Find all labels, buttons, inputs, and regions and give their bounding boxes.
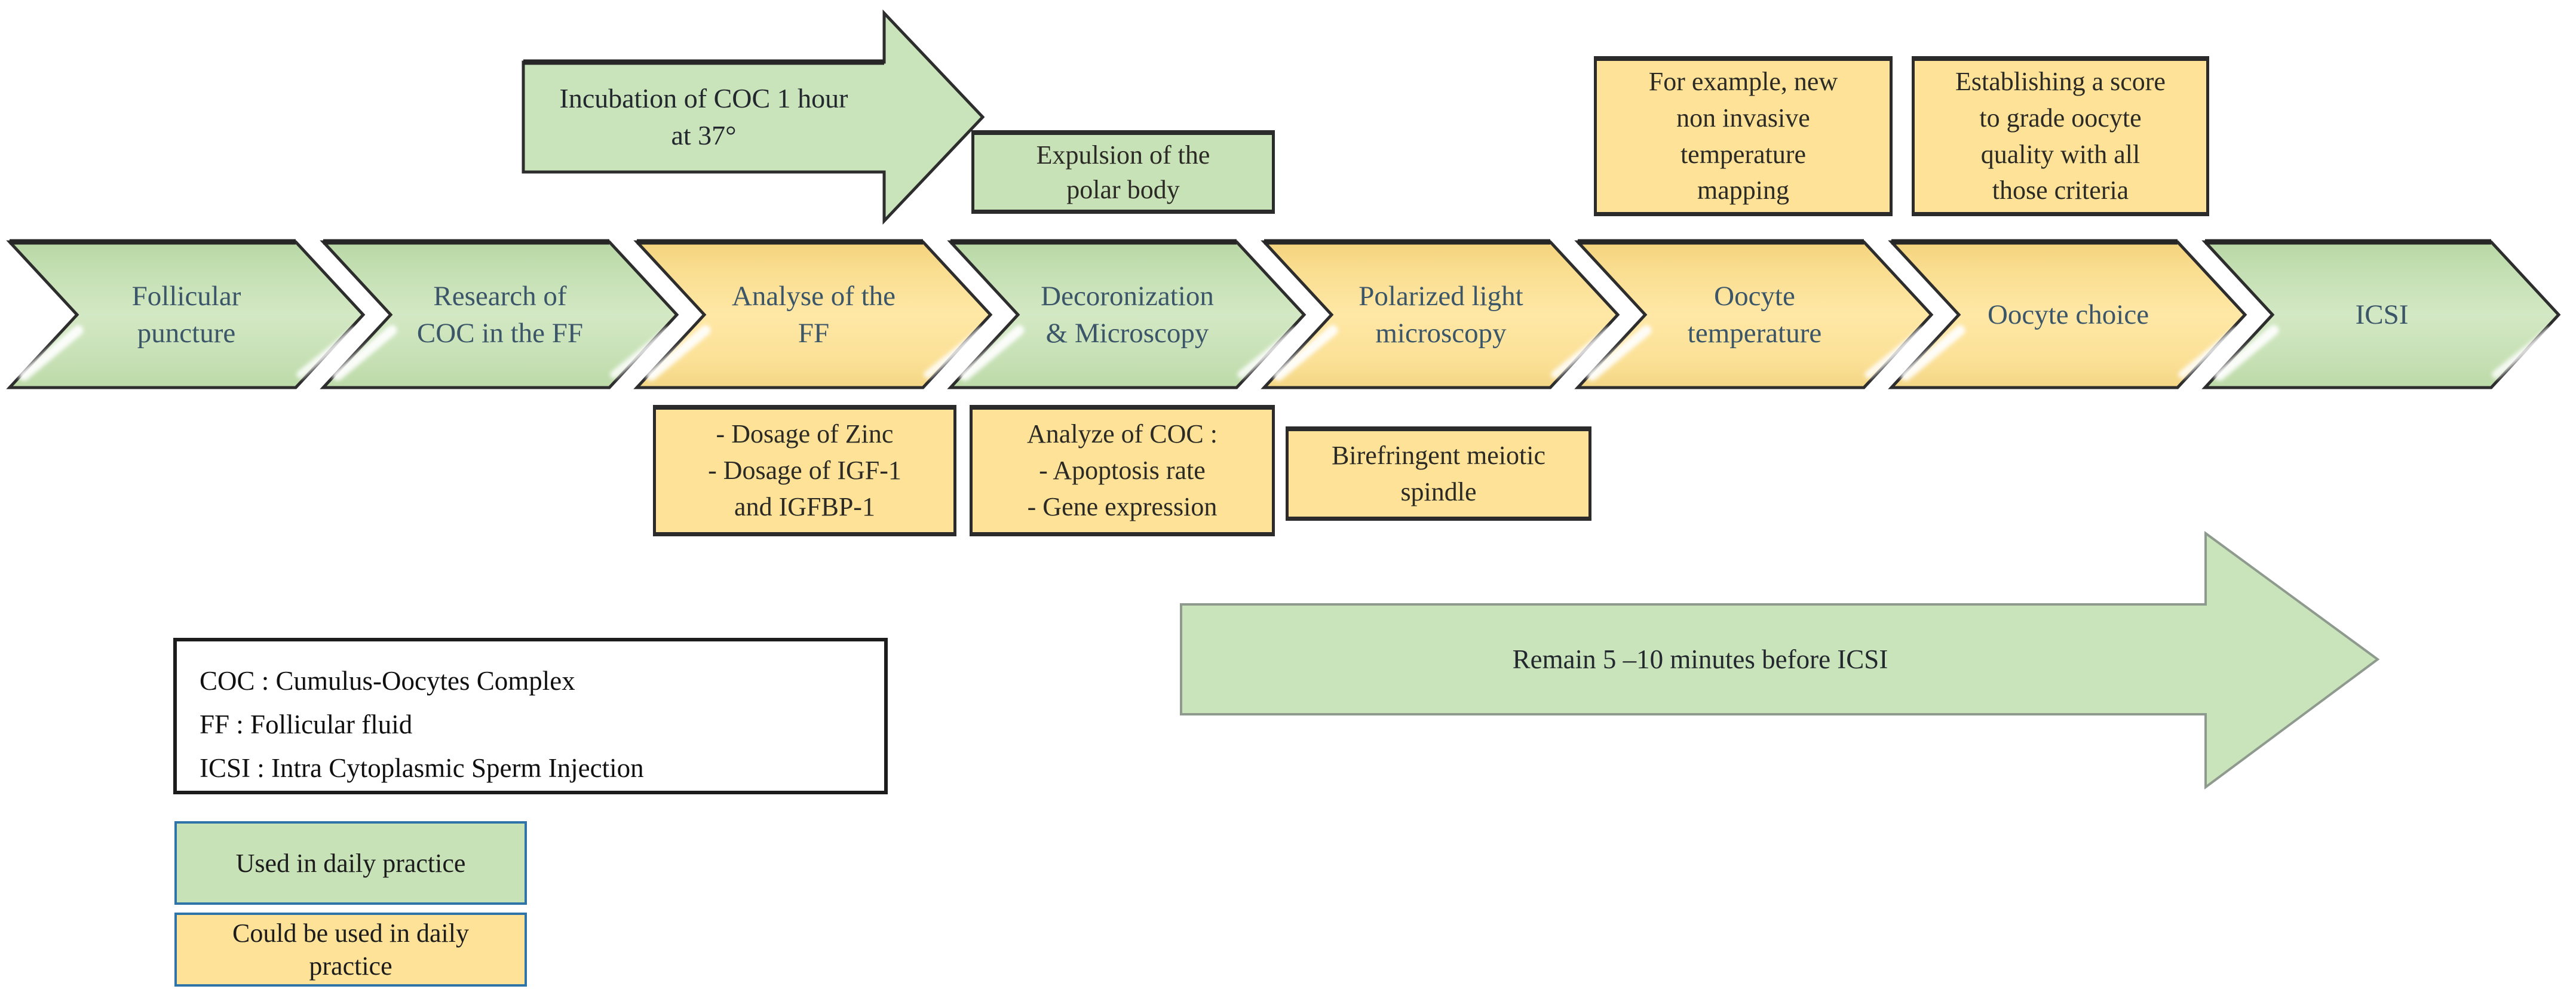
flow-step-5-shape (1261, 239, 1620, 389)
legend-used-in-daily-practice: Used in daily practice (174, 821, 527, 905)
note-expulsion-polar-body: Expulsion of the polar body (971, 130, 1275, 214)
remain-arrow-shape (1180, 531, 2380, 790)
legend-could-be-used: Could be used in daily practice (174, 913, 527, 987)
flow-steps-layer (6, 239, 2561, 389)
flow-step-4-shape (947, 239, 1307, 389)
flow-step-7-shape (1888, 239, 2247, 389)
incubation-arrow-shape (522, 9, 985, 225)
flow-step-1-shape (6, 239, 366, 389)
legend-abbreviations-box: COC : Cumulus-Oocytes Complex FF : Folli… (173, 638, 888, 794)
flow-step-3-shape (633, 239, 993, 389)
note-temperature-mapping: For example, new non invasive temperatur… (1594, 56, 1893, 216)
flow-step-6-shape (1574, 239, 1934, 389)
note-dosage: - Dosage of Zinc - Dosage of IGF-1 and I… (653, 405, 956, 536)
flow-step-2-shape (320, 239, 679, 389)
note-birefringent-spindle: Birefringent meiotic spindle (1286, 426, 1591, 521)
flow-step-8-shape (2201, 239, 2561, 389)
note-analyze-coc: Analyze of COC : - Apoptosis rate - Gene… (970, 405, 1275, 536)
note-oocyte-score: Establishing a score to grade oocyte qua… (1912, 56, 2209, 216)
